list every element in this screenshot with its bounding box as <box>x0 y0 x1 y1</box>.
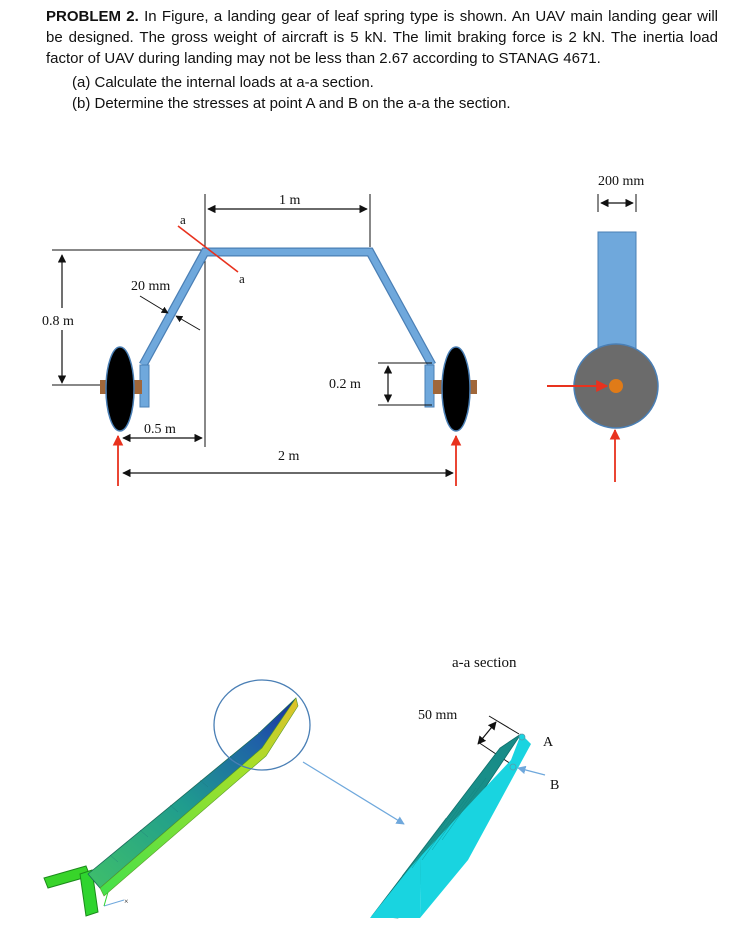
fem-mesh <box>109 731 266 863</box>
section-cut-line <box>177 225 239 273</box>
dim-50mm-label: 50 mm <box>418 708 457 723</box>
problem-body: In Figure, a landing gear of leaf spring… <box>46 8 718 67</box>
right-wheel <box>441 346 471 432</box>
section-label-top: a <box>180 212 186 227</box>
dim-200mm-label: 200 mm <box>598 174 644 189</box>
fem-plate-edge <box>99 697 299 897</box>
point-b-label: B <box>550 778 559 793</box>
dim-08m-label: 0.8 m <box>42 314 74 329</box>
dim-20mm-arrow-2 <box>175 315 201 331</box>
dim-05m-label: 0.5 m <box>144 422 176 437</box>
point-b-marker <box>509 763 517 771</box>
section-bottom-face <box>370 856 421 918</box>
dim-50mm-line <box>477 721 497 745</box>
axis-x-icon <box>103 899 125 907</box>
zoom-circle <box>213 679 311 771</box>
dim-1m-label: 1 m <box>279 193 301 208</box>
dim-02m-label: 0.2 m <box>329 377 361 392</box>
point-a-label: A <box>543 735 554 750</box>
problem-statement: PROBLEM 2. In Figure, a landing gear of … <box>46 6 718 114</box>
section-mesh <box>401 777 487 877</box>
right-axle-plate <box>424 364 435 408</box>
section-side-face <box>420 734 531 918</box>
leaf-spring-outline <box>139 247 436 368</box>
left-wheel <box>105 346 135 432</box>
problem-parts: (a) Calculate the internal loads at a-a … <box>72 72 718 114</box>
axis-y-icon <box>103 891 109 907</box>
dim-20mm-arrow-1 <box>139 295 169 314</box>
ext-50mm-top <box>488 715 520 735</box>
section-label-bottom: a <box>239 271 245 286</box>
fem-plate-top <box>87 697 297 889</box>
axis-triad-glyph: × <box>124 897 129 906</box>
part-b-text: (b) Determine the stresses at point A an… <box>72 95 511 112</box>
axle-dot <box>609 379 623 393</box>
dim-2m-label: 2 m <box>278 449 300 464</box>
problem-label: PROBLEM 2. <box>46 8 139 25</box>
point-a-marker <box>518 733 526 741</box>
section-title: a-a section <box>452 655 517 671</box>
dim-20mm-label: 20 mm <box>131 279 170 294</box>
zoom-arrow <box>302 761 405 825</box>
point-b-leader <box>517 765 546 776</box>
leaf-spring-beam <box>140 248 435 367</box>
part-a-text: (a) Calculate the internal loads at a-a … <box>72 74 374 91</box>
fem-foot-post <box>79 869 99 917</box>
